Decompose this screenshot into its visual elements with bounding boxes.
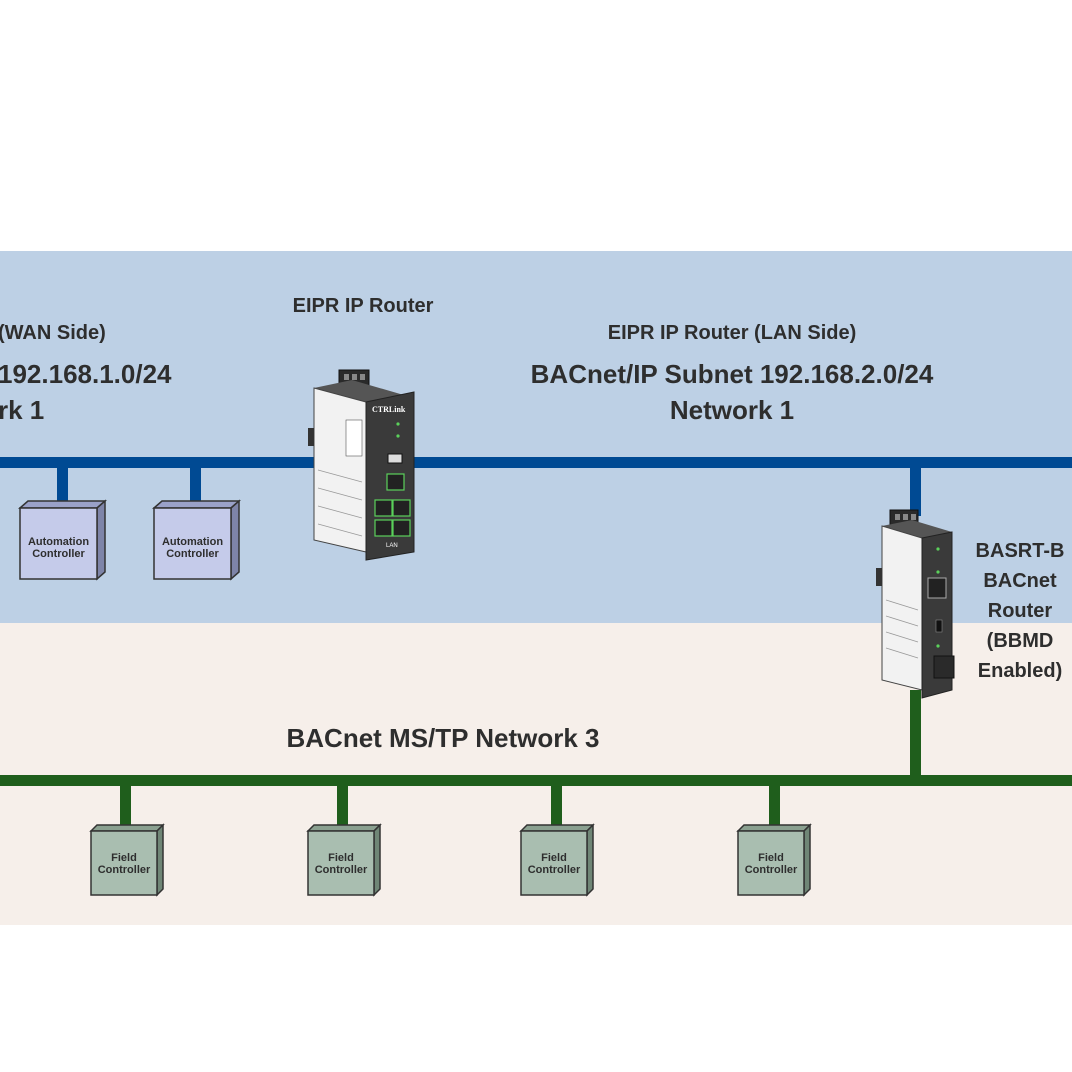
mstp-drop xyxy=(910,690,921,780)
lan-side-title: EIPR IP Router (LAN Side) xyxy=(607,322,857,344)
ip-bus xyxy=(0,457,1072,516)
field-controller: Field Controller xyxy=(89,823,165,897)
mstp-drop xyxy=(769,780,780,826)
mstp-drop xyxy=(120,780,131,826)
ip-bus-line xyxy=(0,457,1072,468)
lan-port-icon xyxy=(392,499,411,517)
basrt-label-line: BACnet xyxy=(983,570,1057,592)
lan-port-label: LAN xyxy=(386,543,398,549)
device-label-line1: Automation xyxy=(162,536,223,548)
ip-drop xyxy=(910,462,921,516)
status-led-icon xyxy=(936,570,940,574)
status-led-icon xyxy=(396,434,400,438)
device-label-line1: Automation xyxy=(28,536,89,548)
mstp-terminal-icon xyxy=(933,655,955,679)
device-label-line2: Controller xyxy=(745,864,798,876)
usb-port-icon xyxy=(387,453,403,464)
device-label-line2: Controller xyxy=(315,864,368,876)
device-brand: CTRLink xyxy=(372,405,406,414)
mstp-led-icon xyxy=(936,644,940,648)
eipr-router-device: CTRLink LAN xyxy=(308,369,415,561)
field-controller: Field Controller xyxy=(306,823,382,897)
mstp-drop xyxy=(551,780,562,826)
wan-side-title: (WAN Side) xyxy=(0,322,106,344)
device-label-line1: Field xyxy=(541,852,567,864)
mstp-drop xyxy=(337,780,348,826)
power-led-icon xyxy=(396,422,400,426)
device-label-line1: Field xyxy=(328,852,354,864)
device-label-line2: Controller xyxy=(98,864,151,876)
mstp-bus xyxy=(0,690,1072,826)
lan-port-icon xyxy=(374,519,393,537)
basrt-b-router-label: BASRT-B BACnet Router (BBMD Enabled) xyxy=(976,536,1065,686)
wan-network-label: rk 1 xyxy=(0,395,45,425)
power-led-icon xyxy=(936,547,940,551)
automation-controller: Automation Controller xyxy=(152,499,241,581)
basrt-label-line: Router xyxy=(987,600,1053,622)
field-controller: Field Controller xyxy=(519,823,595,897)
device-label-line2: Controller xyxy=(166,548,219,560)
switch-icon xyxy=(935,619,943,633)
basrt-label-line: BASRT-B xyxy=(975,540,1065,562)
ip-drop xyxy=(57,462,68,510)
device-label-line2: Controller xyxy=(528,864,581,876)
ethernet-port-icon xyxy=(927,577,947,599)
lan-port-icon xyxy=(374,499,393,517)
device-label-line1: Field xyxy=(758,852,784,864)
mstp-bus-line xyxy=(0,775,1072,786)
eipr-router-label: EIPR IP Router xyxy=(292,295,434,317)
device-label-line2: Controller xyxy=(32,548,85,560)
basrt-label-line: (BBMD xyxy=(986,630,1054,652)
wan-port-icon xyxy=(386,473,405,491)
device-label-line1: Field xyxy=(111,852,137,864)
mstp-network-label: BACnet MS/TP Network 3 xyxy=(286,723,600,753)
wan-subnet-label: 192.168.1.0/24 xyxy=(0,359,172,389)
ip-drop xyxy=(190,462,201,510)
lan-port-icon xyxy=(392,519,411,537)
automation-controller: Automation Controller xyxy=(18,499,107,581)
basrt-b-router-device xyxy=(876,509,955,699)
basrt-label-line: Enabled) xyxy=(977,660,1063,682)
lan-network-label: Network 1 xyxy=(669,395,795,425)
lan-subnet-label: BACnet/IP Subnet 192.168.2.0/24 xyxy=(530,359,934,389)
field-controller: Field Controller xyxy=(736,823,812,897)
